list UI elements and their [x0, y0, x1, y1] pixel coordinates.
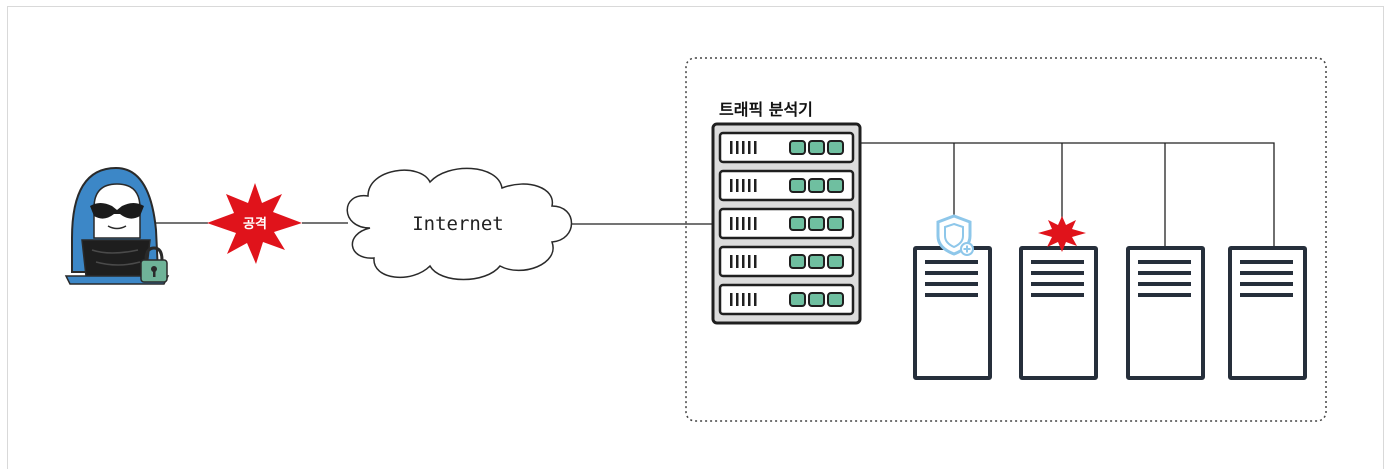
- rack-vent: [730, 255, 733, 268]
- rack-vent: [742, 255, 745, 268]
- rack-vent: [754, 141, 757, 154]
- rack-vent: [748, 217, 751, 230]
- rack-vent: [730, 179, 733, 192]
- rack-vent: [754, 217, 757, 230]
- server-2: [1019, 246, 1098, 380]
- diagram-frame: [7, 6, 1384, 469]
- rack-vent: [736, 293, 739, 306]
- rack-indicator-light: [808, 216, 825, 231]
- rack-vent: [754, 293, 757, 306]
- rack-indicator-light: [808, 254, 825, 269]
- internet-label: Internet: [412, 213, 504, 235]
- analyzer-label: 트래픽 분석기: [719, 100, 813, 119]
- rack-vent: [754, 179, 757, 192]
- rack-indicator-light: [827, 292, 844, 307]
- rack-vent: [730, 141, 733, 154]
- explosion-icon: 공격: [207, 183, 302, 264]
- rack-indicator-light: [789, 140, 806, 155]
- rack-indicator-light: [789, 254, 806, 269]
- rack-vent: [754, 255, 757, 268]
- rack-vent: [748, 255, 751, 268]
- server-rack-icon: [711, 122, 862, 325]
- rack-indicator-light: [789, 292, 806, 307]
- rack-indicator-light: [827, 178, 844, 193]
- rack-indicator-light: [789, 178, 806, 193]
- cloud-icon: Internet: [346, 167, 573, 281]
- rack-indicator-light: [827, 140, 844, 155]
- rack-indicator-light: [789, 216, 806, 231]
- rack-indicator-light: [808, 178, 825, 193]
- attacked-explosion-icon: [1038, 216, 1086, 252]
- rack-indicator-light: [827, 254, 844, 269]
- rack-vent: [742, 179, 745, 192]
- attack-label: 공격: [243, 217, 267, 232]
- shield-plus-icon: [936, 214, 974, 256]
- rack-vent: [748, 293, 751, 306]
- rack-indicator-light: [827, 216, 844, 231]
- rack-vent: [742, 141, 745, 154]
- protected-zone-border: [685, 57, 1327, 422]
- rack-vent: [742, 293, 745, 306]
- server-4: [1228, 246, 1307, 380]
- connection-lines: [146, 142, 1275, 248]
- rack-vent: [748, 179, 751, 192]
- rack-vent: [736, 217, 739, 230]
- rack-vent: [748, 141, 751, 154]
- rack-vent: [736, 141, 739, 154]
- rack-indicator-light: [808, 140, 825, 155]
- rack-vent: [742, 217, 745, 230]
- server-3: [1126, 246, 1205, 380]
- rack-vent: [730, 293, 733, 306]
- rack-vent: [736, 255, 739, 268]
- rack-vent: [736, 179, 739, 192]
- rack-indicator-light: [808, 292, 825, 307]
- server-1: [913, 246, 992, 380]
- rack-vent: [730, 217, 733, 230]
- hacker-icon: [64, 166, 170, 285]
